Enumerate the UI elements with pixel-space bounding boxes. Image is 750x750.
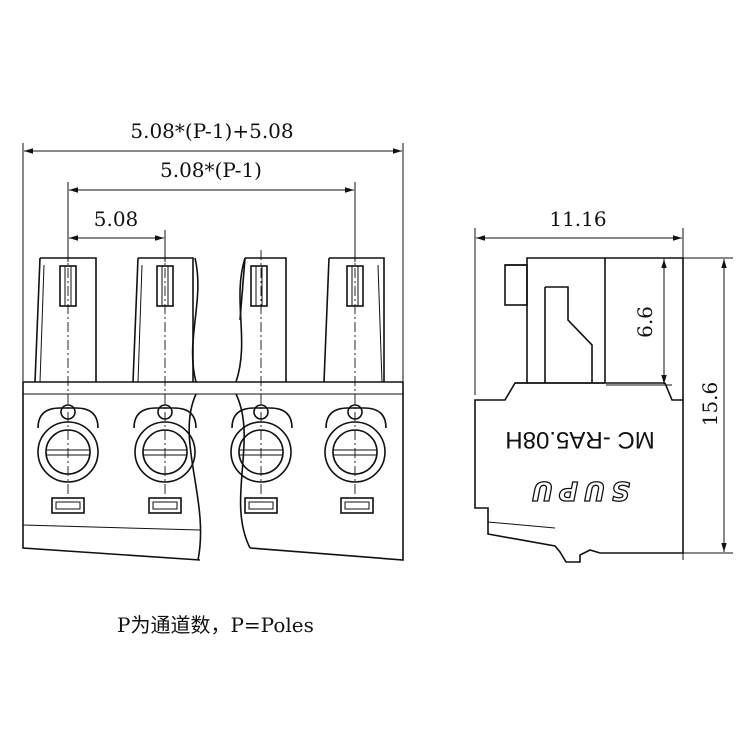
dimension-overall-label: 5.08*(P-1)+5.08 xyxy=(130,119,293,143)
test-slot-4 xyxy=(340,497,374,514)
wire-entry-4 xyxy=(323,257,385,383)
wire-entry-3 xyxy=(239,257,287,382)
test-slot-1 xyxy=(51,497,85,514)
dimension-overall-height-label: 15.6 xyxy=(698,382,722,427)
test-slot-3 xyxy=(244,497,278,514)
brand-logo: SUPU xyxy=(526,475,630,505)
dimension-overall-height: 15.6 xyxy=(698,259,727,552)
dimension-pitch: 5.08 xyxy=(69,207,164,241)
dimension-span-label: 5.08*(P-1) xyxy=(160,158,262,182)
dimension-pin-height: 6.6 xyxy=(633,259,667,384)
screw-4 xyxy=(324,404,387,483)
dimension-pin-height-label: 6.6 xyxy=(633,306,657,338)
wire-entry-2 xyxy=(132,257,194,383)
caption-poles-note: P为通道数，P=Poles xyxy=(117,613,314,637)
connector-body-front xyxy=(22,257,404,561)
dimension-pin-span: 5.08*(P-1) xyxy=(69,158,354,193)
test-slot-2 xyxy=(148,497,182,514)
side-view: 11.16 6.6 15.6 MC -RA5.08H SUPU xyxy=(474,207,733,563)
part-marking: MC -RA5.08H xyxy=(505,426,654,453)
wire-entry-1 xyxy=(34,257,97,383)
latch-tab xyxy=(504,264,528,306)
dimension-overall-width: 5.08*(P-1)+5.08 xyxy=(24,119,402,154)
dimension-pitch-label: 5.08 xyxy=(94,207,139,231)
dimension-depth-label: 11.16 xyxy=(549,207,606,231)
front-view: 5.08*(P-1)+5.08 5.08*(P-1) 5.08 xyxy=(22,119,404,561)
screw-3 xyxy=(230,404,293,483)
connector-body-side xyxy=(474,257,684,563)
dimension-depth: 11.16 xyxy=(476,207,682,241)
